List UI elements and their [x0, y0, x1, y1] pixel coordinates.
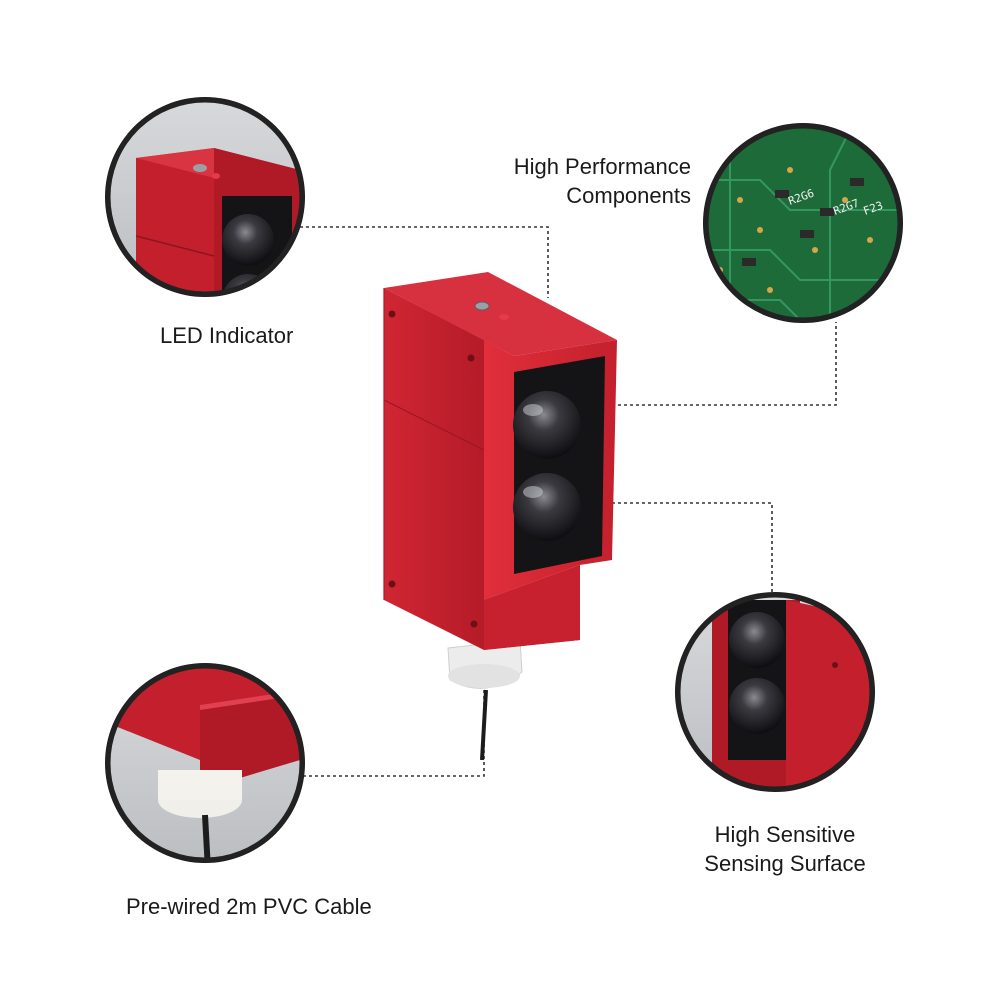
label-led-indicator: LED Indicator — [160, 321, 293, 350]
label-components: High Performance Components — [470, 152, 691, 210]
lens-lower — [513, 473, 581, 541]
detail-circle-sensing — [675, 592, 875, 792]
cable — [480, 689, 488, 761]
label-sensing-surface: High Sensitive Sensing Surface — [690, 820, 880, 878]
label-led-text: LED Indicator — [160, 323, 294, 348]
leader-components — [618, 322, 837, 406]
detail-circle-cable — [105, 663, 305, 863]
svg-text:F23: F23 — [862, 199, 885, 218]
label-sensing-line1: High Sensitive — [714, 822, 856, 847]
leader-led — [300, 226, 549, 298]
leader-lines — [300, 226, 837, 777]
lens-window — [514, 356, 605, 574]
label-cable-text: Pre-wired 2m PVC Cable — [126, 894, 372, 919]
label-components-line2: Components — [566, 183, 691, 208]
label-cable: Pre-wired 2m PVC Cable — [126, 892, 372, 921]
detail-circle-pcb: R2G6 R2G7 F23 — [703, 123, 903, 323]
sensor-main — [383, 272, 617, 761]
lens-upper — [513, 391, 581, 459]
leader-cable — [304, 690, 485, 777]
detail-circle-led — [105, 97, 305, 297]
leader-sensing — [600, 502, 773, 596]
label-components-line1: High Performance — [513, 154, 691, 179]
label-sensing-line2: Sensing Surface — [704, 851, 866, 876]
